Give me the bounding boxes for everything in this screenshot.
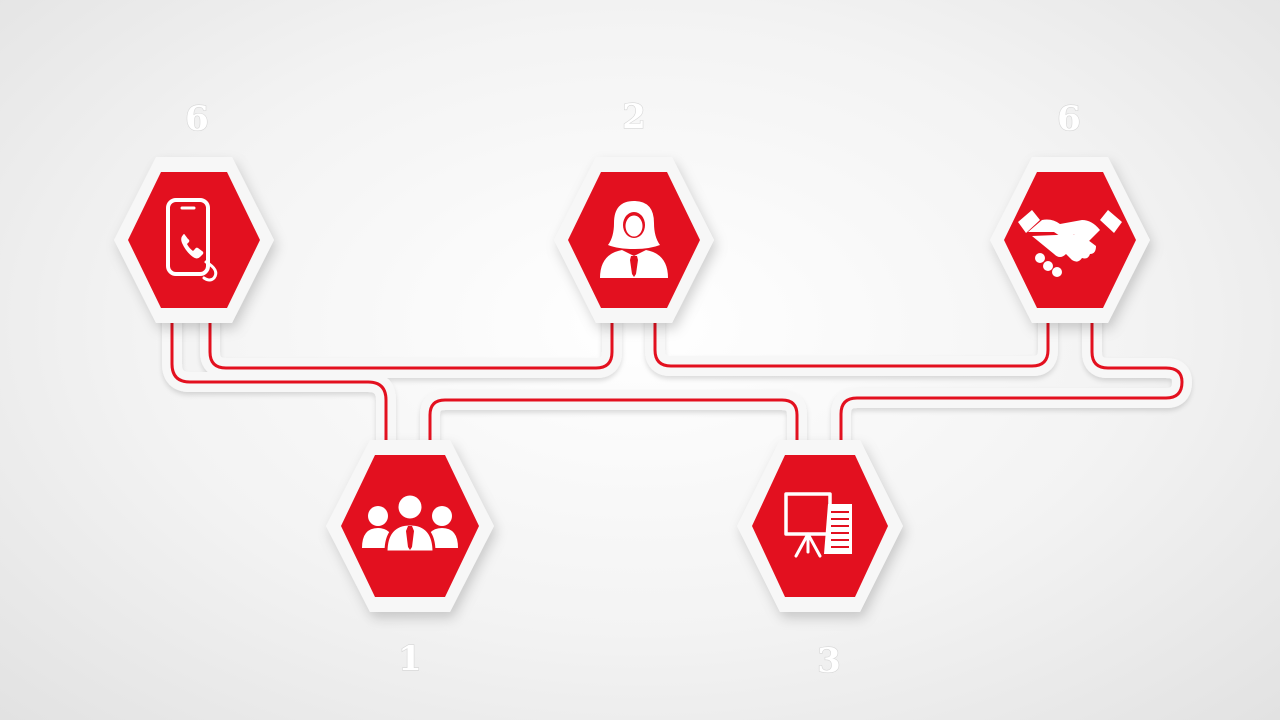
step-number: 6 bbox=[185, 99, 209, 139]
step-number: 3 bbox=[817, 641, 841, 681]
step-node-4: 3 bbox=[737, 440, 903, 682]
step-node-3: 2 bbox=[554, 96, 714, 323]
smartphone-call-icon bbox=[166, 198, 218, 282]
step-number: 1 bbox=[398, 639, 422, 679]
presentation-board-icon bbox=[784, 492, 852, 558]
step-node-2: 1 bbox=[326, 440, 494, 680]
connector-line bbox=[653, 316, 1050, 368]
step-node-1: 6 bbox=[114, 98, 274, 323]
connector-line bbox=[428, 398, 799, 444]
connector-line bbox=[208, 316, 614, 370]
step-number: 6 bbox=[1057, 99, 1081, 139]
businesswoman-icon bbox=[600, 201, 668, 278]
step-number: 2 bbox=[622, 97, 646, 137]
handshake-icon bbox=[1018, 210, 1122, 277]
hexagon-badge bbox=[128, 172, 260, 308]
team-group-icon bbox=[362, 492, 458, 554]
hexagon-badge bbox=[752, 455, 888, 597]
connector-line bbox=[170, 316, 388, 444]
connector-track bbox=[162, 308, 1192, 458]
step-node-5: 6 bbox=[990, 98, 1150, 323]
connector-line bbox=[839, 316, 1184, 444]
